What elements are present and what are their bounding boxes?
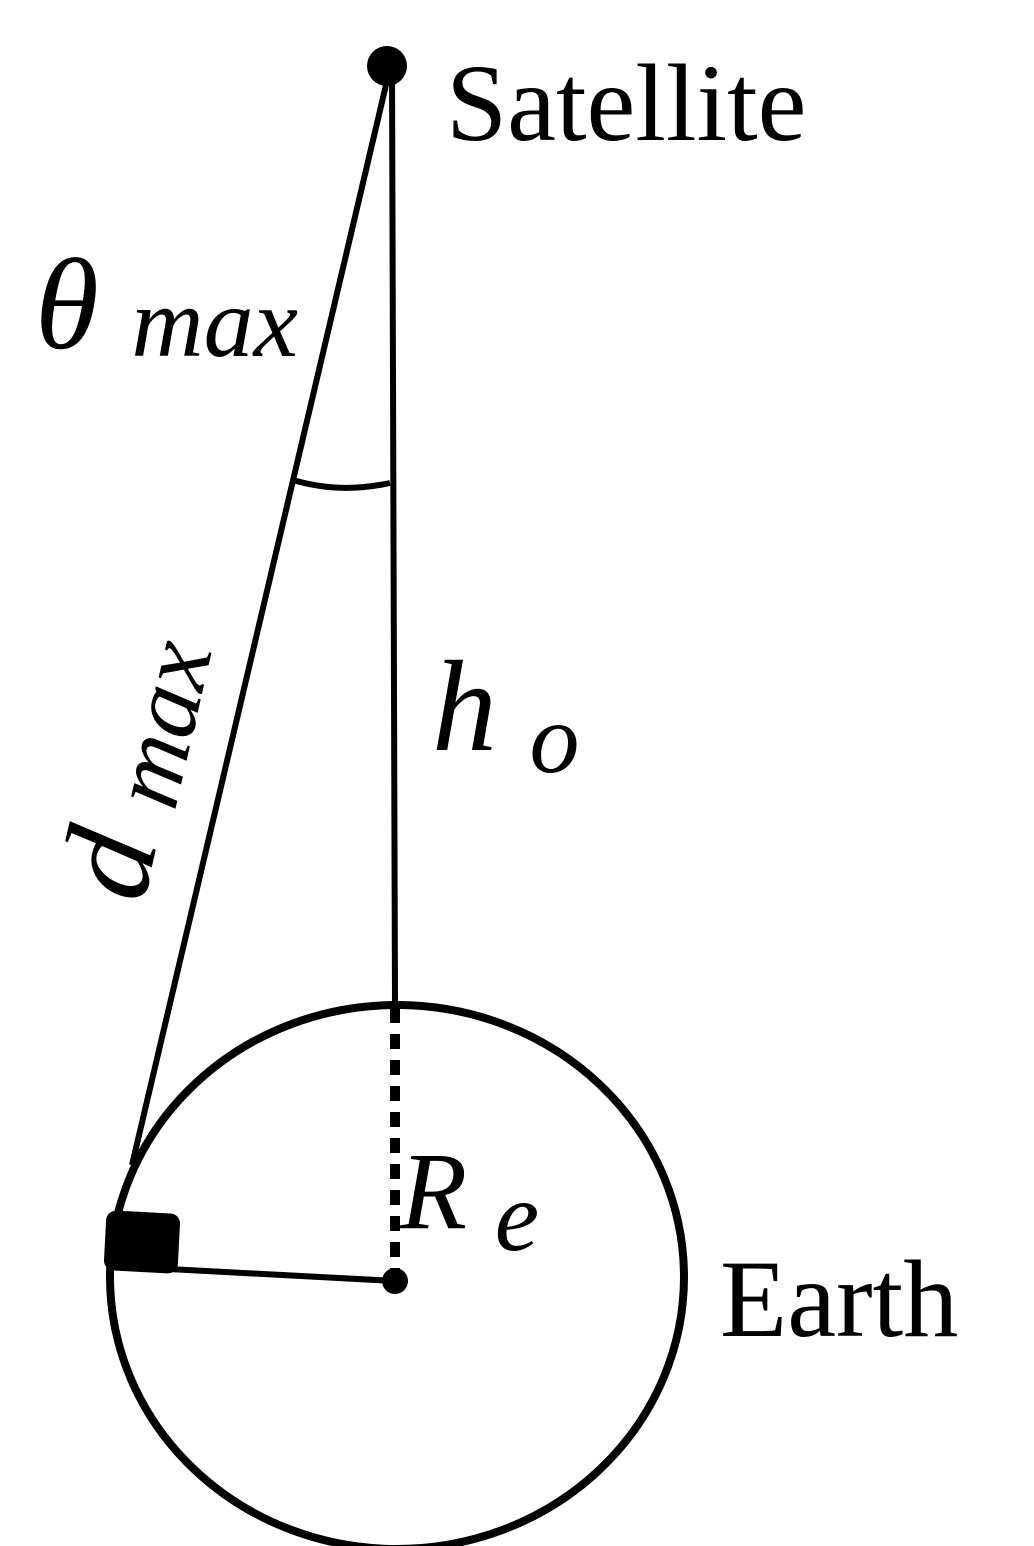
right-angle-marker [103, 1210, 181, 1274]
r-symbol: R [399, 1130, 467, 1252]
r-e-label: R e [399, 1130, 539, 1272]
h-o-label: h o [432, 635, 580, 794]
max-distance-line [129, 67, 393, 1166]
theta-max-label: θ max [35, 233, 298, 378]
earth-center-point [382, 1268, 408, 1294]
altitude-line [389, 67, 398, 1006]
h-symbol: h [432, 635, 497, 779]
angle-arc [292, 477, 391, 491]
theta-symbol: θ [35, 233, 99, 377]
earth-circle [106, 1001, 688, 1546]
h-subscript: o [530, 683, 580, 794]
earth-label: Earth [720, 1238, 958, 1360]
tangent-radius-line [149, 1265, 396, 1284]
satellite-label: Satellite [446, 42, 806, 164]
theta-subscript: max [131, 267, 298, 378]
d-subscript: max [88, 630, 234, 817]
satellite-point [367, 46, 407, 86]
d-symbol: d [31, 815, 186, 912]
r-subscript: e [495, 1161, 539, 1272]
